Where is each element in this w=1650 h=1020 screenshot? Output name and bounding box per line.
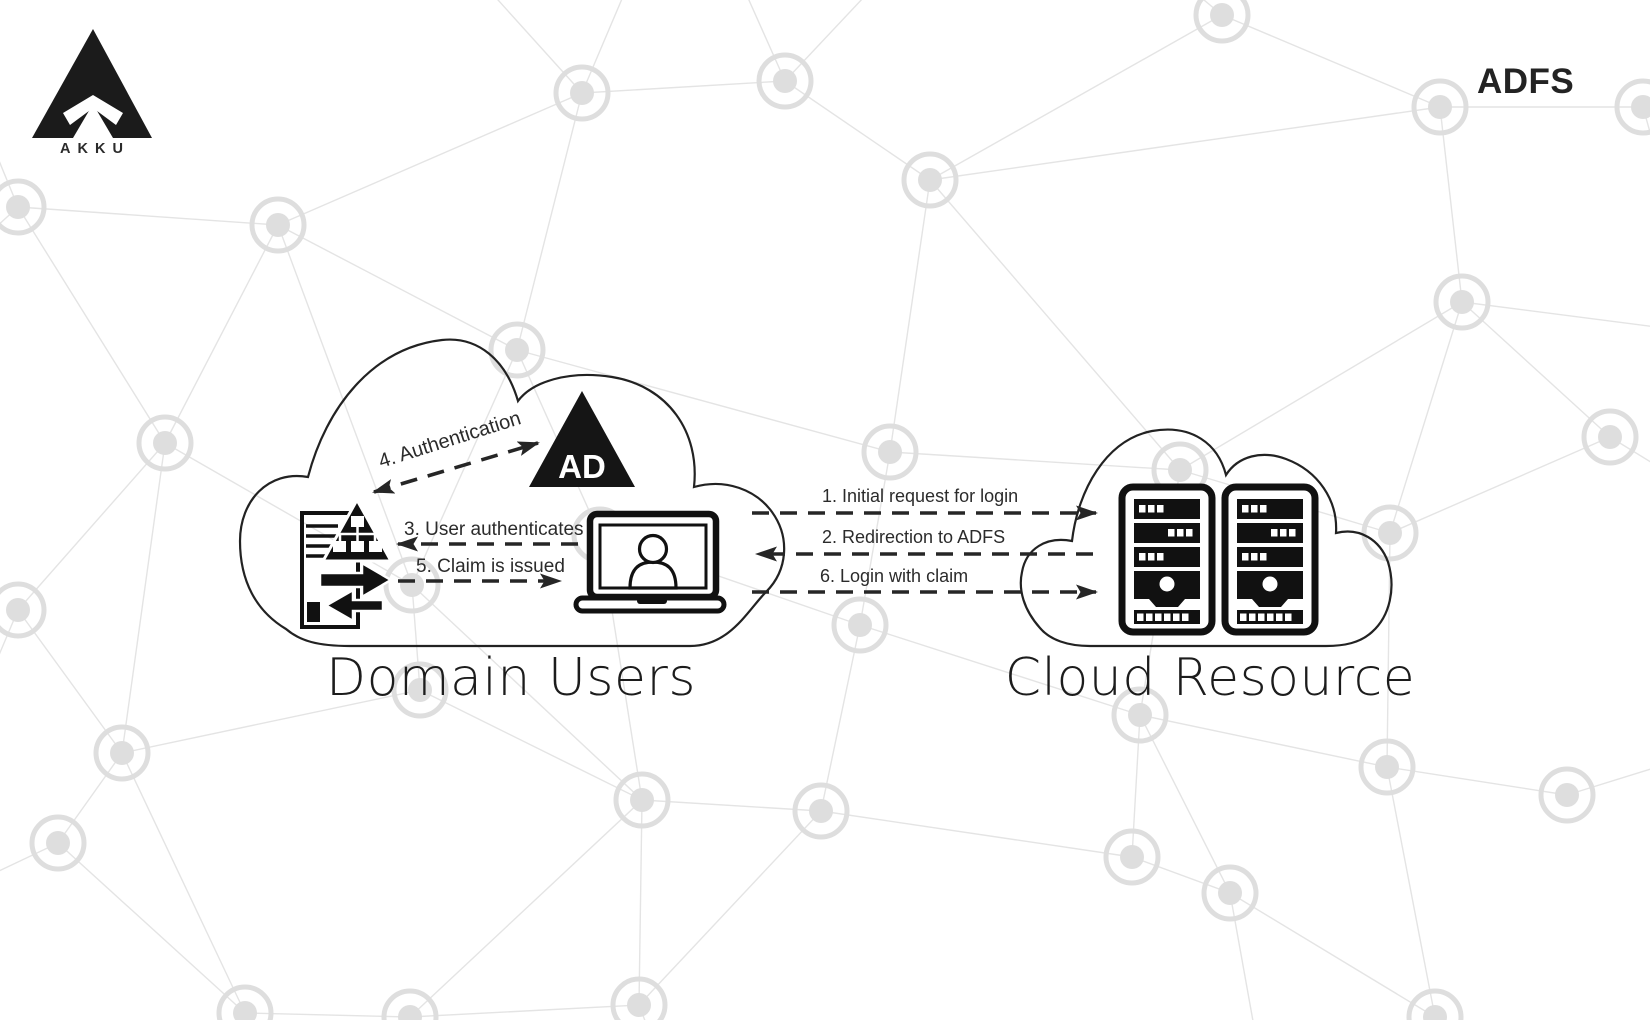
- cloud-resource-label: Cloud Resource: [1004, 648, 1416, 708]
- ad-triangle-label: AD: [558, 448, 606, 485]
- adfs-federation-server-icon: [300, 496, 394, 629]
- claim-in-arrow-icon: [323, 587, 385, 624]
- akku-logo-text: AKKU: [60, 141, 130, 157]
- flow6-label: 6. Login with claim: [820, 566, 969, 586]
- claim-out-arrow-icon: [318, 560, 394, 600]
- akku-logo-triangle-icon: [32, 29, 152, 138]
- server-rack-icon-2: [1221, 483, 1319, 636]
- akku-logo: AKKU: [32, 29, 152, 157]
- user-laptop-icon: [573, 510, 727, 614]
- ad-triangle-icon: AD: [529, 391, 635, 487]
- flow1-label: 1. Initial request for login: [822, 486, 1019, 506]
- page-title: ADFS: [1477, 62, 1575, 101]
- flow4-arrow: [372, 441, 540, 494]
- flow5-label: 5. Claim is issued: [416, 556, 565, 577]
- server-rack-icon-1: [1118, 483, 1216, 636]
- domain-users-cloud-outline: [238, 338, 786, 648]
- flow2-label: 2. Redirection to ADFS: [822, 527, 1006, 547]
- cloud-resource-cloud-outline: [1019, 428, 1393, 648]
- domain-users-label: Domain Users: [326, 648, 696, 708]
- flow3-label: 3. User authenticates: [404, 519, 584, 540]
